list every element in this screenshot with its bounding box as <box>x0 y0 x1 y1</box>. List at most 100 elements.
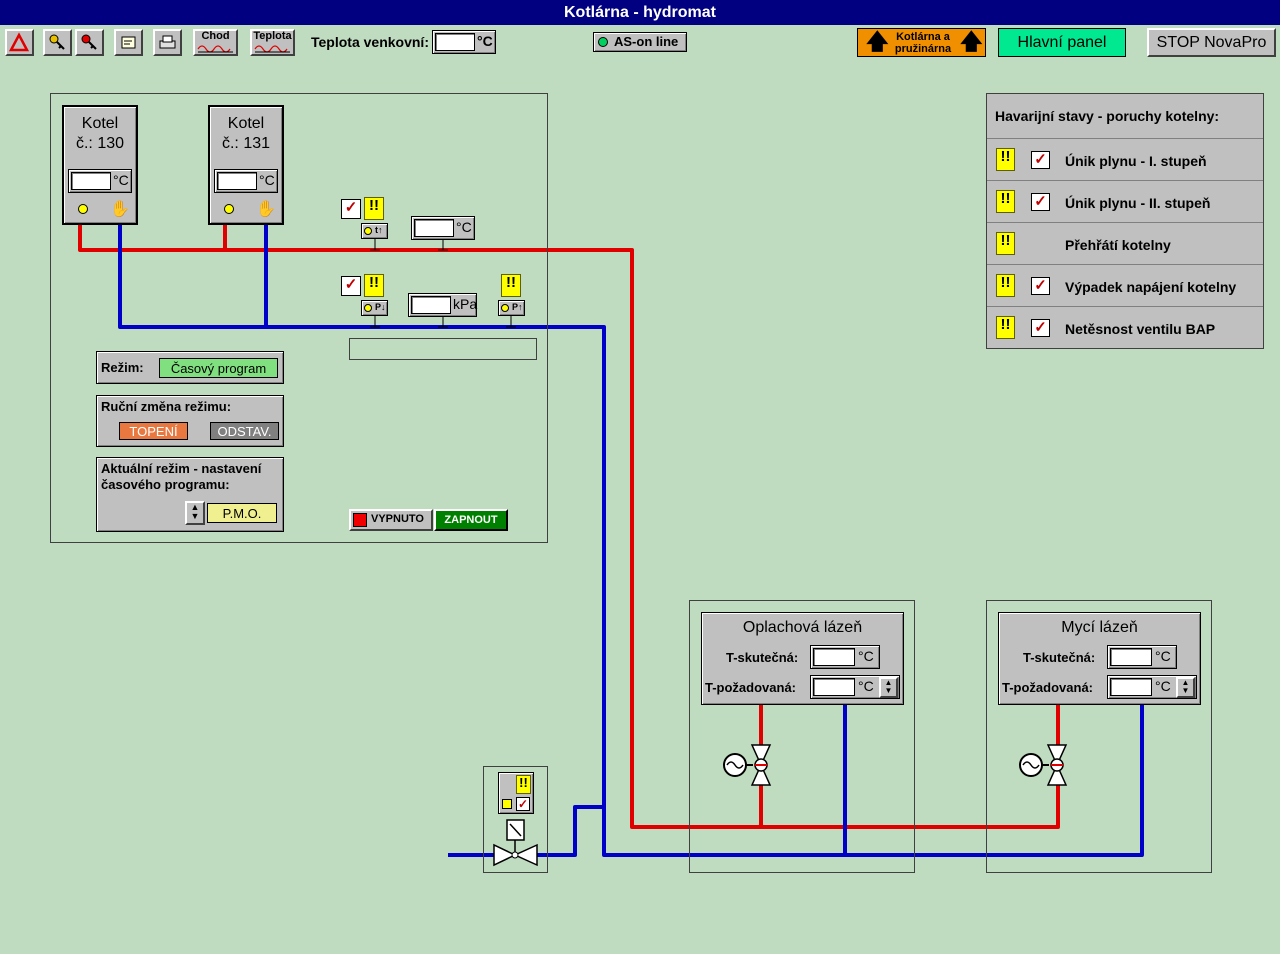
warning-icon: !! <box>996 232 1015 255</box>
solenoid-valve-icon <box>493 819 538 867</box>
bath-title: Mycí lázeň <box>1061 619 1138 636</box>
valve-checkbox[interactable]: ✓ <box>516 797 530 811</box>
schedule-value[interactable]: P.M.O. <box>207 503 277 523</box>
cold-pipe <box>118 222 1144 857</box>
actual-temp-value <box>1110 648 1152 666</box>
alarm-label: Únik plynu - I. stupeň <box>1065 153 1207 169</box>
status-message-field <box>349 338 537 360</box>
mode-value: Časový program <box>159 358 278 378</box>
pipe-temp-value <box>414 219 454 237</box>
on-button[interactable]: ZAPNOUT <box>434 509 508 531</box>
boiler-temp-display: °C <box>214 169 278 193</box>
hand-icon[interactable]: ✋ <box>256 201 276 218</box>
divider <box>987 138 1263 139</box>
alarm-checkbox[interactable]: ✓ <box>1031 151 1050 169</box>
warning-icon: !! <box>996 316 1015 339</box>
warning-icon: !! <box>996 148 1015 171</box>
hot-pipe <box>78 222 1060 829</box>
spin-arrows-icon[interactable]: ▲▼ <box>879 677 898 698</box>
alarm-checkbox[interactable]: ✓ <box>1031 319 1050 337</box>
arrow-up-icon: 🡅 <box>960 29 983 54</box>
required-temp-label: T-požadovaná: <box>705 680 797 695</box>
hand-icon[interactable]: ✋ <box>110 201 130 218</box>
window-title: Kotlárna - hydromat <box>0 0 1280 25</box>
alarm-checkbox[interactable]: ✓ <box>1031 277 1050 295</box>
pipe-temp-unit: °C <box>456 219 472 235</box>
kotlarna-label-2: pružinárna <box>894 43 952 55</box>
required-temp-value[interactable] <box>813 678 855 696</box>
schedule-label-2: časového programu: <box>101 477 230 492</box>
manual-mode-panel: Ruční změna režimu: TOPENÍ ODSTAV. <box>96 395 284 447</box>
alarm-label: Přehřátí kotelny <box>1065 237 1171 253</box>
pressure-alarm-checkbox[interactable]: ✓ <box>341 276 361 296</box>
alarm-panel-title: Havarijní stavy - poruchy kotelny: <box>995 108 1220 124</box>
pressure-low-badge: P↓ <box>361 300 388 316</box>
boiler-130[interactable]: Kotel č.: 130 °C ✋ <box>62 105 138 225</box>
required-temp-unit: °C <box>858 678 874 694</box>
boiler-temp-unit: °C <box>259 172 275 188</box>
pressure-value <box>411 296 451 314</box>
actual-temp-unit: °C <box>858 648 874 664</box>
boiler-title: Kotel <box>81 115 119 132</box>
online-label: AS-on line <box>614 34 679 49</box>
key-icon <box>49 34 65 50</box>
schedule-label-1: Aktuální režim - nastavení <box>101 461 262 476</box>
wash-bath-panel: Mycí lázeň T-skutečná: °C T-požadovaná: … <box>998 612 1201 705</box>
boiler-temp-display: °C <box>68 169 132 193</box>
note-button[interactable] <box>114 29 143 56</box>
three-way-valve-icon-2 <box>1019 744 1068 786</box>
pressure-display: kPa <box>408 293 477 317</box>
teplota-trend-button[interactable]: Teplota <box>250 29 295 56</box>
actual-temp-display: °C <box>810 645 880 669</box>
actual-temp-label: T-skutečná: <box>726 650 799 665</box>
boiler-number: č.: 130 <box>75 135 125 152</box>
shutdown-button[interactable]: ODSTAV. <box>210 422 279 440</box>
key-red-button[interactable] <box>75 29 104 56</box>
boiler-131[interactable]: Kotel č.: 131 °C ✋ <box>208 105 284 225</box>
heating-button[interactable]: TOPENÍ <box>119 422 188 440</box>
boiler-temp-value <box>217 172 257 190</box>
boiler-panel <box>50 93 548 543</box>
alarm-label: Únik plynu - II. stupeň <box>1065 195 1211 211</box>
kotlarna-button[interactable]: 🡅 Kotlárna a pružinárna 🡅 <box>857 28 986 57</box>
status-led-icon <box>364 227 372 235</box>
key-yellow-button[interactable] <box>43 29 72 56</box>
print-button[interactable] <box>153 29 182 56</box>
boiler-temp-value <box>71 172 111 190</box>
required-temp-value[interactable] <box>1110 678 1152 696</box>
trend-icon <box>254 45 290 53</box>
teplota-label: Teplota <box>253 30 292 42</box>
divider <box>987 180 1263 181</box>
outside-temp-label: Teplota venkovní: <box>311 34 429 50</box>
printer-icon <box>159 35 176 49</box>
manual-mode-label: Ruční změna režimu: <box>101 399 232 414</box>
boiler-title: Kotel <box>227 115 265 132</box>
stop-button[interactable]: STOP NovaPro <box>1147 28 1276 57</box>
temp-badge-label: t↑ <box>375 225 383 235</box>
main-panel-button[interactable]: Hlavní panel <box>998 28 1126 57</box>
alarm-checkbox[interactable]: ✓ <box>1031 193 1050 211</box>
spin-arrows-icon[interactable]: ▲▼ <box>1176 677 1195 698</box>
required-temp-display: °C ▲▼ <box>1107 675 1197 699</box>
arrow-up-icon: 🡅 <box>866 29 889 54</box>
temp-alarm-checkbox[interactable]: ✓ <box>341 199 361 219</box>
divider <box>987 264 1263 265</box>
off-button[interactable]: VYPNUTO <box>349 509 433 531</box>
outside-temp-display: °C <box>432 30 496 54</box>
status-led-icon <box>502 799 512 809</box>
trend-icon <box>197 45 233 53</box>
required-temp-unit: °C <box>1155 678 1171 694</box>
pipe-temp-display: °C <box>411 216 475 240</box>
pressure-high-badge: P↑ <box>498 300 525 316</box>
chod-trend-button[interactable]: Chod <box>193 29 238 56</box>
inlet-valve-status: !! ✓ <box>498 772 534 814</box>
warning-icon: !! <box>516 775 531 794</box>
alarm-button[interactable] <box>5 29 34 56</box>
divider <box>987 306 1263 307</box>
spin-arrows-icon[interactable]: ▲▼ <box>185 501 205 525</box>
alarm-label: Netěsnost ventilu BAP <box>1065 321 1216 337</box>
alarm-label: Výpadek napájení kotelny <box>1065 279 1237 295</box>
bath-title: Oplachová lázeň <box>742 619 863 636</box>
status-led-icon <box>78 204 88 214</box>
